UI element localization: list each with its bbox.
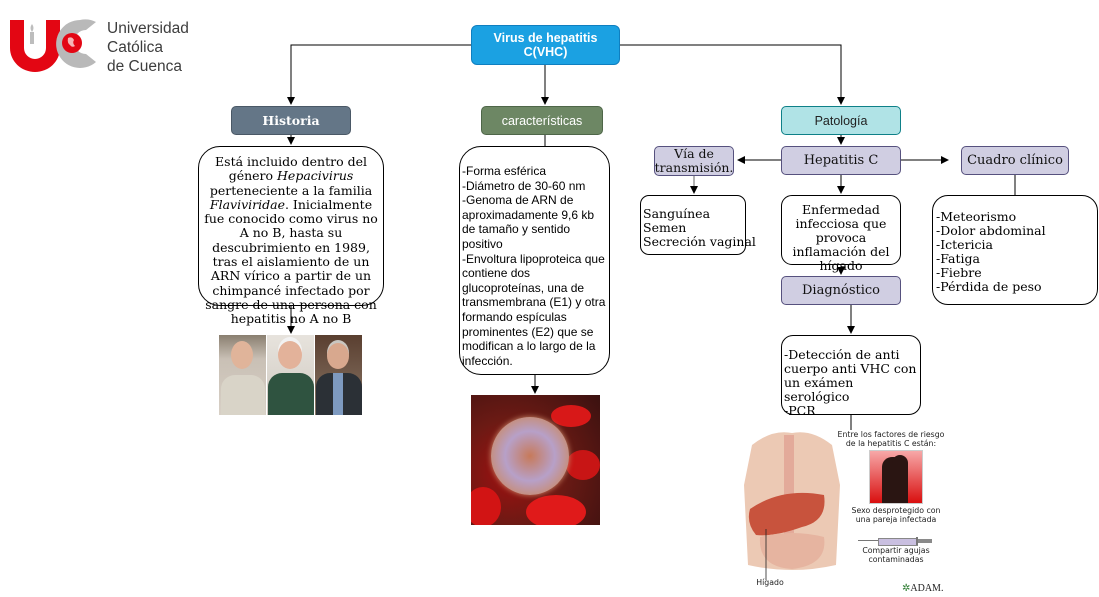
organ-label: Hígado — [756, 578, 784, 587]
via-item: Secreción vaginal — [643, 234, 756, 249]
scientists-photos — [219, 335, 362, 415]
edge-root-patologia — [620, 44, 845, 105]
risk-title: Entre los factores de riesgo de la hepat… — [837, 430, 945, 448]
symptom-item: -Dolor abdominal — [936, 223, 1046, 238]
historia-description: Está incluido dentro del género Hepacivi… — [198, 146, 384, 326]
hepatitis-c-node[interactable]: Hepatitis C — [781, 146, 901, 175]
symptom-item: -Pérdida de peso — [936, 279, 1042, 294]
historia-text-3: . Inicialmente fue conocido como virus n… — [204, 196, 378, 327]
genus-name: Hepacivirus — [277, 168, 354, 184]
diagnostico-list: -Detección de anti cuerpo anti VHC con u… — [781, 335, 921, 418]
via-item: Semen — [643, 220, 687, 235]
symptom-item: -Ictericia — [936, 237, 994, 252]
caract-item: -Envoltura lipoproteica que contiene dos… — [462, 251, 606, 368]
uc-logo-icon — [10, 19, 96, 72]
logo-line-3: de Cuenca — [107, 58, 182, 75]
virus-illustration — [471, 395, 600, 525]
via-item: Sanguínea — [643, 206, 711, 221]
symptom-item: -Meteorismo — [936, 209, 1017, 224]
torso-liver-icon — [744, 432, 840, 580]
historia-text-2: perteneciente a la familia — [209, 182, 373, 198]
cuadro-clinico-list: -Meteorismo -Dolor abdominal -Ictericia … — [932, 195, 1098, 305]
scientist-photo-3 — [315, 335, 362, 415]
via-transmision-list: Sanguínea Semen Secreción vaginal — [640, 195, 756, 255]
adam-credit: ✲ADAM. — [902, 583, 943, 594]
couple-silhouette-icon — [869, 450, 923, 504]
virus-particle — [491, 417, 569, 495]
cuadro-clinico-node[interactable]: Cuadro clínico — [961, 146, 1069, 175]
diagnostico-node[interactable]: Diagnóstico — [781, 276, 901, 305]
adam-credit-text: ADAM. — [910, 583, 944, 594]
logo-line-2: Católica — [107, 39, 163, 56]
via-transmision-node[interactable]: Vía de transmisión. — [654, 146, 734, 176]
diag-item: -Detección de anti cuerpo anti VHC con u… — [784, 347, 917, 404]
patologia-node[interactable]: Patología — [781, 106, 901, 135]
family-name: Flaviviridae — [209, 196, 285, 212]
root-node-vhc[interactable]: Virus de hepatitis C(VHC) — [471, 25, 620, 65]
caracteristicas-node[interactable]: características — [481, 106, 603, 135]
caract-item: -Diámetro de 30-60 nm — [462, 178, 586, 193]
caract-item: -Genoma de ARN de aproximadamente 9,6 kb… — [462, 193, 595, 251]
caracteristicas-description: -Forma esférica -Diámetro de 30-60 nm -G… — [459, 146, 610, 375]
university-name: Universidad Católica de Cuenca — [107, 19, 189, 76]
scientist-photo-2 — [267, 335, 314, 415]
historia-node[interactable]: Historia — [231, 106, 351, 135]
caract-item: -Forma esférica — [462, 164, 547, 178]
syringe-icon — [858, 537, 934, 546]
symptom-item: -Fatiga — [936, 251, 980, 266]
historia-text-1: Está incluido dentro del género — [215, 154, 367, 184]
logo-line-1: Universidad — [107, 20, 189, 37]
symptom-item: -Fiebre — [936, 265, 982, 280]
adam-leaf-icon: ✲ — [902, 583, 911, 594]
edge-root-historia — [287, 44, 471, 105]
university-logo — [6, 14, 98, 72]
risk-factors-illustration: Hígado Entre los factores de riesgo de l… — [732, 425, 952, 597]
risk-needles: Compartir agujas contaminadas — [862, 546, 930, 564]
scientist-photo-1 — [219, 335, 266, 415]
diag-item: -PCR — [784, 403, 816, 418]
risk-sex: Sexo desprotegido con una pareja infecta… — [851, 506, 941, 524]
hepatitis-description: Enfermedad infecciosa que provoca inflam… — [781, 195, 901, 273]
